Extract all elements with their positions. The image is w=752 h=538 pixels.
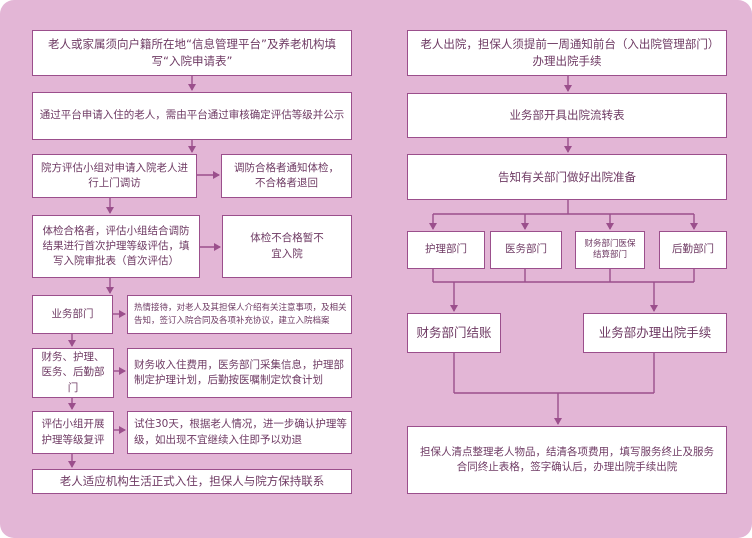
left-step-6-text: 财务、护理、医务、后勤部门 [41, 351, 105, 394]
left-step-7-side-text: 试住30天，根据老人情况，进一步确认护理等级，如出现不宜继续入住即予以劝退 [134, 418, 347, 446]
left-step-4-side-unfit: 体检不合格暂不宜入院 [222, 215, 352, 278]
left-step-7-reassessment: 评估小组开展护理等级复评 [32, 411, 114, 454]
left-step-6-departments: 财务、护理、医务、后勤部门 [32, 348, 114, 398]
right-business-discharge: 业务部办理出院手续 [583, 313, 727, 353]
right-step-2-transfer-form: 业务部开具出院流转表 [407, 93, 727, 138]
right-dept-nursing: 护理部门 [407, 231, 485, 269]
left-step-4-text: 体检合格者，评估小组结合调防结果进行首次护理等级评估，填写入院审批表（首次评估） [42, 224, 190, 268]
right-dept-finance-insurance-text: 财务部门医保结算部门 [584, 238, 636, 260]
left-step-8-text: 老人适应机构生活正式入住，担保人与院方保持联系 [59, 474, 325, 489]
left-step-5-side-reception: 热情接待，对老人及其担保人介绍有关注意事项，及相关告知，签订入院合同及各项补充协… [127, 295, 352, 334]
left-step-4-first-assessment: 体检合格者，评估小组结合调防结果进行首次护理等级评估，填写入院审批表（首次评估） [32, 215, 200, 278]
left-step-3-text: 院方评估小组对申请入院老人进行上门调访 [41, 161, 188, 189]
right-final-discharge-text: 担保人清点整理老人物品，结清各项费用，填写服务终止及服务合同终止表格，签字确认后… [420, 445, 714, 473]
right-final-discharge: 担保人清点整理老人物品，结清各项费用，填写服务终止及服务合同终止表格，签字确认后… [407, 426, 727, 494]
left-step-5-text: 业务部门 [51, 307, 94, 320]
left-step-8-formal-admission: 老人适应机构生活正式入住，担保人与院方保持联系 [32, 469, 352, 494]
right-step-1-discharge-notice: 老人出院，担保人须提前一周通知前台（入出院管理部门）办理出院手续 [407, 30, 727, 76]
left-step-1-text: 老人或家属须向户籍所在地“信息管理平台”及养老机构填写“入院申请表” [48, 37, 336, 68]
right-dept-logistics: 后勤部门 [659, 231, 727, 269]
left-step-7-side-trial: 试住30天，根据老人情况，进一步确认护理等级，如出现不宜继续入住即予以劝退 [127, 411, 352, 454]
right-dept-finance-insurance: 财务部门医保结算部门 [575, 231, 645, 269]
right-dept-logistics-text: 后勤部门 [672, 243, 714, 256]
left-step-3-side-result: 调防合格者通知体检，不合格者退回 [221, 154, 352, 198]
right-dept-nursing-text: 护理部门 [425, 243, 467, 256]
left-step-5-side-text: 热情接待，对老人及其担保人介绍有关注意事项，及相关告知，签订入院合同及各项补充协… [134, 303, 347, 326]
left-step-7-text: 评估小组开展护理等级复评 [41, 418, 105, 446]
right-step-2-text: 业务部开具出院流转表 [509, 108, 625, 123]
left-step-2-platform-review: 通过平台申请入住的老人，需由平台通过审核确定评估等级并公示 [32, 92, 352, 140]
left-step-2-text: 通过平台申请入住的老人，需由平台通过审核确定评估等级并公示 [39, 109, 345, 122]
left-step-1-application: 老人或家属须向户籍所在地“信息管理平台”及养老机构填写“入院申请表” [32, 30, 352, 76]
right-step-3-text: 告知有关部门做好出院准备 [498, 169, 636, 184]
right-business-discharge-text: 业务部办理出院手续 [598, 324, 712, 340]
right-finance-checkout: 财务部门结账 [407, 313, 501, 353]
left-step-4-side-text: 体检不合格暂不宜入院 [250, 232, 324, 260]
right-dept-medical-text: 医务部门 [505, 243, 547, 256]
left-step-5-business-dept: 业务部门 [32, 295, 113, 334]
left-step-6-side-plans: 财务收入住费用，医务部门采集信息，护理部制定护理计划，后勤按医嘱制定饮食计划 [127, 348, 352, 398]
right-finance-checkout-text: 财务部门结账 [416, 324, 492, 340]
right-step-1-text: 老人出院，担保人须提前一周通知前台（入出院管理部门）办理出院手续 [420, 37, 714, 68]
left-step-3-side-text: 调防合格者通知体检，不合格者退回 [234, 161, 339, 189]
right-step-3-notify-depts: 告知有关部门做好出院准备 [407, 154, 727, 200]
left-step-3-home-visit: 院方评估小组对申请入院老人进行上门调访 [32, 154, 197, 198]
right-dept-medical: 医务部门 [490, 231, 562, 269]
left-step-6-side-text: 财务收入住费用，医务部门采集信息，护理部制定护理计划，后勤按医嘱制定饮食计划 [134, 358, 344, 386]
